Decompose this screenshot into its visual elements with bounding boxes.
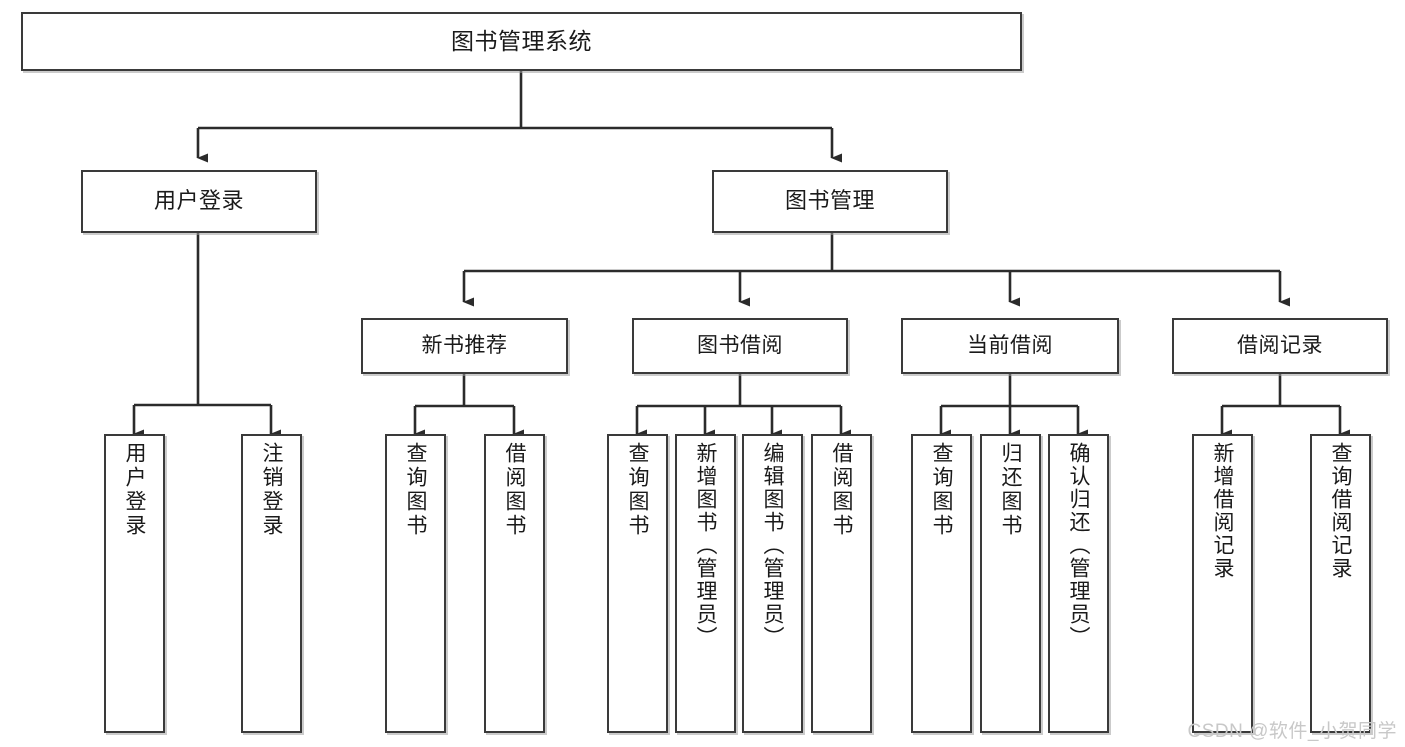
leaf-user-login-query-label: 用户登录: [123, 442, 146, 538]
node-borrow-record-label: 借阅记录: [1237, 334, 1323, 358]
node-root[interactable]: 图书管理系统: [21, 12, 1022, 71]
leaf-query-borrow-record-label: 查询借阅记录: [1329, 442, 1352, 580]
csdn-watermark: CSDN @软件_小贺同学: [1187, 721, 1397, 742]
node-user-login[interactable]: 用户登录: [81, 170, 317, 233]
leaf-new-book-query-label: 查询图书: [404, 442, 427, 538]
node-book-management-label: 图书管理: [784, 188, 875, 214]
leaf-book-edit-admin[interactable]: 编辑图书（管理员）: [742, 434, 803, 733]
leaf-user-logout[interactable]: 注销登录: [241, 434, 302, 733]
leaf-add-borrow-record-label: 新增借阅记录: [1211, 442, 1234, 580]
leaf-new-book-borrow[interactable]: 借阅图书: [484, 434, 545, 733]
node-new-book-recommend[interactable]: 新书推荐: [361, 318, 568, 374]
leaf-book-borrow-action-label: 借阅图书: [830, 442, 853, 538]
leaf-new-book-query[interactable]: 查询图书: [385, 434, 446, 733]
leaf-book-borrow-action[interactable]: 借阅图书: [811, 434, 872, 733]
leaf-confirm-return-admin[interactable]: 确认归还（管理员）: [1048, 434, 1109, 733]
leaf-book-borrow-query[interactable]: 查询图书: [607, 434, 668, 733]
leaf-new-book-borrow-label: 借阅图书: [503, 442, 526, 538]
node-current-borrow-label: 当前借阅: [967, 334, 1053, 358]
node-current-borrow[interactable]: 当前借阅: [901, 318, 1119, 374]
leaf-book-add-admin[interactable]: 新增图书（管理员）: [675, 434, 736, 733]
leaf-book-add-admin-label: 新增图书（管理员）: [694, 442, 717, 649]
leaf-query-borrow-record[interactable]: 查询借阅记录: [1310, 434, 1371, 733]
leaf-confirm-return-admin-label: 确认归还（管理员）: [1067, 442, 1090, 649]
leaf-return-book[interactable]: 归还图书: [980, 434, 1041, 733]
leaf-add-borrow-record[interactable]: 新增借阅记录: [1192, 434, 1253, 733]
leaf-user-login-query[interactable]: 用户登录: [104, 434, 165, 733]
node-user-login-label: 用户登录: [153, 188, 244, 214]
leaf-current-borrow-query-label: 查询图书: [930, 442, 953, 538]
leaf-current-borrow-query[interactable]: 查询图书: [911, 434, 972, 733]
node-new-book-recommend-label: 新书推荐: [421, 334, 508, 358]
node-book-borrow-label: 图书借阅: [697, 334, 783, 358]
node-book-management[interactable]: 图书管理: [712, 170, 948, 233]
node-book-borrow[interactable]: 图书借阅: [632, 318, 848, 374]
node-root-label: 图书管理系统: [451, 28, 592, 55]
leaf-return-book-label: 归还图书: [999, 442, 1022, 538]
leaf-book-edit-admin-label: 编辑图书（管理员）: [761, 442, 784, 649]
leaf-user-logout-label: 注销登录: [260, 442, 283, 538]
node-borrow-record[interactable]: 借阅记录: [1172, 318, 1388, 374]
leaf-book-borrow-query-label: 查询图书: [626, 442, 649, 538]
